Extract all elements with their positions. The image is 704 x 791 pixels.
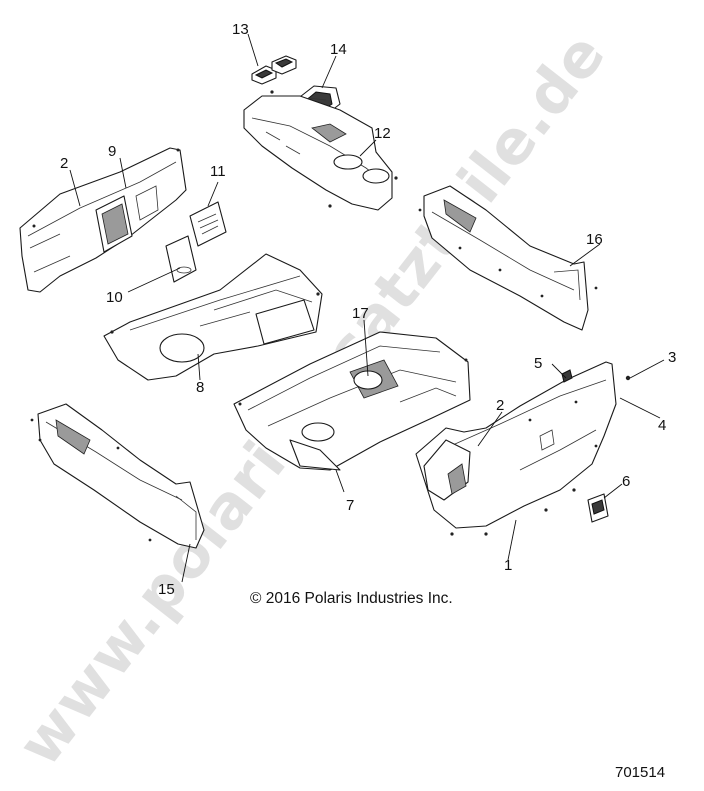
callout-10: 10 <box>106 289 123 306</box>
part-6-bracket <box>587 493 609 523</box>
callout-9: 9 <box>108 143 116 160</box>
callout-16: 16 <box>586 231 603 248</box>
callout-11: 11 <box>210 163 226 180</box>
part-7-floor-tub <box>233 331 471 471</box>
callout-6: 6 <box>622 473 630 490</box>
leader-lines <box>69 33 665 583</box>
part-10-panel <box>165 235 197 283</box>
part-5-fastener <box>561 369 573 383</box>
part-12-center-console <box>243 90 398 211</box>
callout-2-dash: 2 <box>60 155 68 172</box>
part-8-front-floor <box>103 253 323 381</box>
callout-4: 4 <box>658 417 666 434</box>
part-3-fastener <box>625 375 631 381</box>
callout-8: 8 <box>196 379 204 396</box>
figure-number: 701514 <box>615 764 666 781</box>
part-15-left-rocker <box>30 403 205 549</box>
part-9-dash-panel <box>19 147 187 293</box>
callout-1: 1 <box>504 557 512 574</box>
callout-5: 5 <box>534 355 542 372</box>
callouts: 1 2 2 3 4 5 6 7 8 9 10 11 12 13 14 15 16… <box>60 21 676 598</box>
part-1-bulkhead <box>415 361 617 536</box>
callout-12: 12 <box>374 125 391 142</box>
callout-15: 15 <box>158 581 175 598</box>
part-13-covers <box>251 55 297 85</box>
part-11-decal <box>189 201 227 247</box>
callout-2-bulkhead: 2 <box>496 397 504 414</box>
copyright-notice: © 2016 Polaris Industries Inc. <box>250 590 453 607</box>
part-16-right-rocker <box>418 185 598 331</box>
callout-14: 14 <box>330 41 347 58</box>
callout-7: 7 <box>346 497 354 514</box>
callout-3: 3 <box>668 349 676 366</box>
callout-13: 13 <box>232 21 249 38</box>
callout-17: 17 <box>352 305 369 322</box>
